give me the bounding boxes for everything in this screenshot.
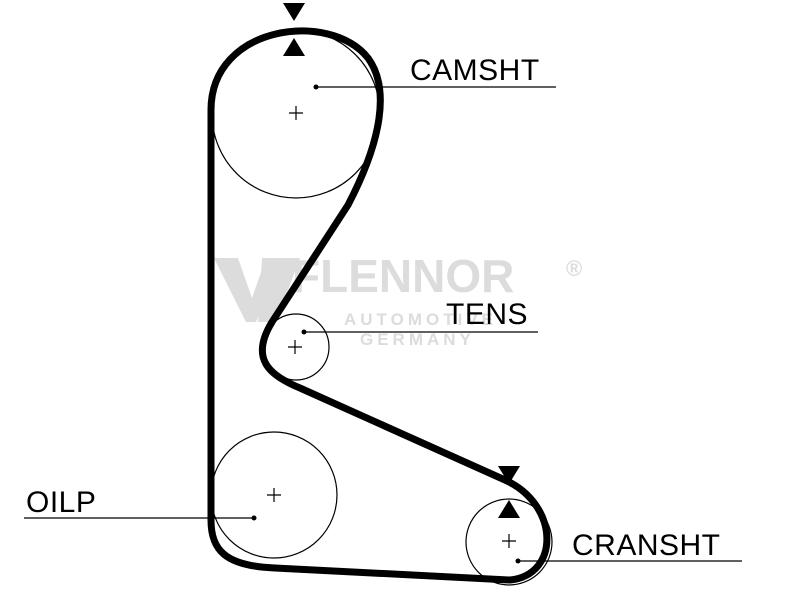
watermark-registered: ®: [566, 256, 582, 281]
crankshaft-label: CRANSHT: [572, 529, 721, 562]
crankshaft-pulley: [465, 498, 553, 586]
watermark-line2: GERMANY: [360, 330, 475, 349]
watermark-logo-icon: [214, 258, 300, 322]
watermark-brand: FLENNOR: [292, 250, 514, 302]
camshaft-label: CAMSHT: [410, 54, 540, 87]
timing-marks: [283, 3, 520, 518]
oil-pump-leader-dot: [251, 515, 257, 521]
camshaft-center-icon: [289, 106, 303, 120]
crankshaft-leader-dot: [515, 558, 521, 564]
crankshaft-timing-mark-icon: [498, 466, 520, 518]
camshaft-leader-dot: [313, 84, 319, 90]
oil-pump-label: OILP: [26, 486, 96, 519]
tensioner-leader-dot: [301, 329, 307, 335]
tensioner-label: TENS: [446, 298, 528, 331]
center-marks: [267, 106, 516, 548]
timing-belt: [207, 27, 551, 584]
crankshaft-center-icon: [502, 534, 516, 548]
oil-pump-center-icon: [267, 488, 281, 502]
camshaft-timing-mark-icon: [283, 3, 305, 56]
watermark-line1: AUTOMOTIVE: [344, 310, 497, 329]
tensioner-center-icon: [288, 340, 302, 354]
